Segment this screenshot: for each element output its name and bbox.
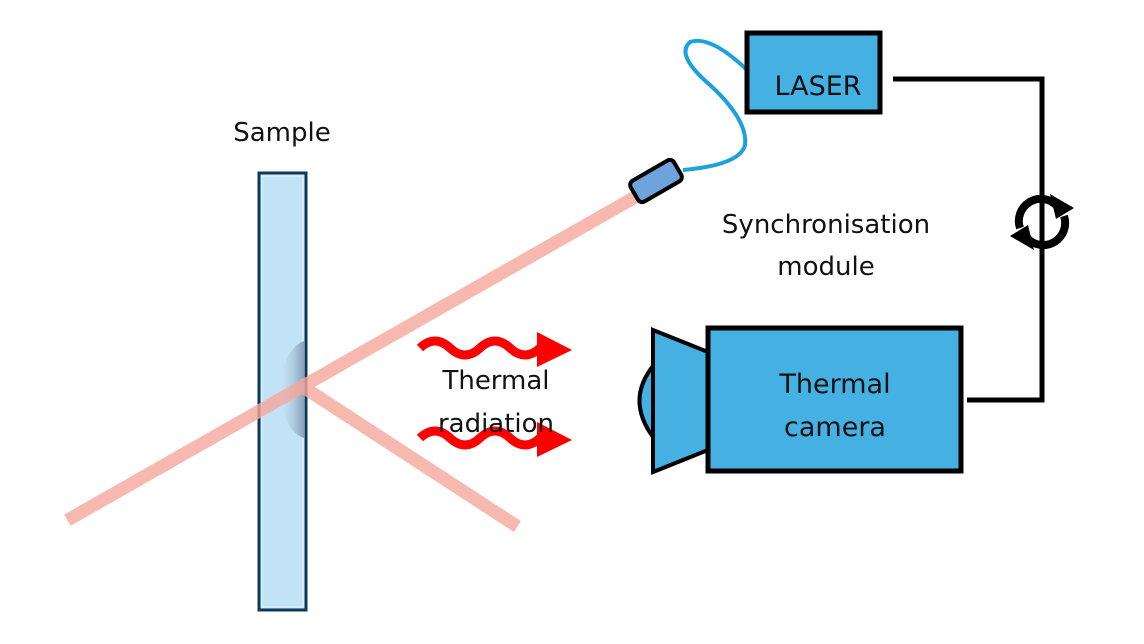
sync-label-line1: Synchronisation [722,210,930,240]
camera-label-line1: Thermal [778,369,890,400]
laser-head [628,157,684,205]
sync-wire [893,76,1045,403]
thermal-camera [637,325,964,475]
laser-box [744,30,883,115]
thermal-radiation-line2: radiation [438,409,554,439]
sync-arrows-icon [1010,194,1074,250]
camera-label-line2: camera [784,412,886,443]
optical-fiber [682,38,748,172]
sync-label-line2: module [777,252,874,282]
sample-label: Sample [233,118,331,148]
laser-beam [64,191,639,532]
laser-label: LASER [774,71,861,102]
wavy-arrow-icon [416,422,572,457]
wavy-arrow-icon [416,332,572,367]
thermal-radiation-line1: Thermal [441,366,549,396]
